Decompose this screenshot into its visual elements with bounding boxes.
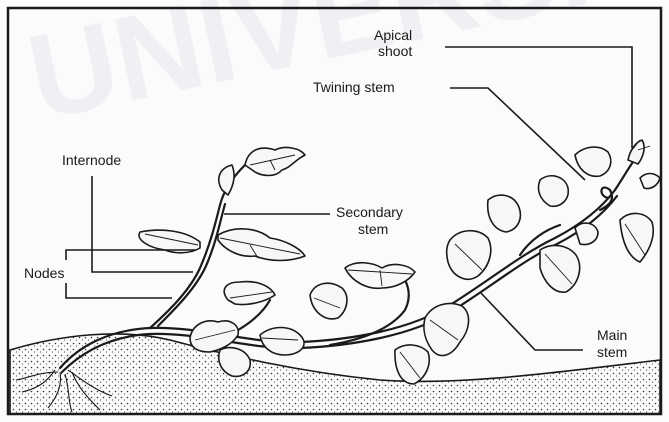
secondary-stem-label-line2: stem: [358, 221, 388, 237]
watermark: UNIVERSIT: [18, 0, 669, 145]
apical-shoot-label-line2: shoot: [378, 43, 412, 59]
apical-shoot-label-line1: Apical: [374, 27, 412, 43]
main-stem-label-line1: Main: [597, 327, 627, 343]
main-stem-label-line2: stem: [597, 344, 627, 360]
internode-label: Internode: [62, 152, 121, 168]
twining-stem-leader: [450, 88, 585, 180]
nodes-label: Nodes: [24, 265, 64, 281]
svg-text:UNIVERSIT: UNIVERSIT: [18, 0, 669, 145]
apical-shoot-leader: [445, 47, 632, 148]
twining-stem-label: Twining stem: [313, 79, 395, 95]
main-stem-leader: [480, 292, 583, 350]
nodes-leader-lower: [66, 283, 172, 298]
internode-leader: [92, 176, 193, 272]
secondary-stem-label-line1: Secondary: [336, 204, 403, 220]
